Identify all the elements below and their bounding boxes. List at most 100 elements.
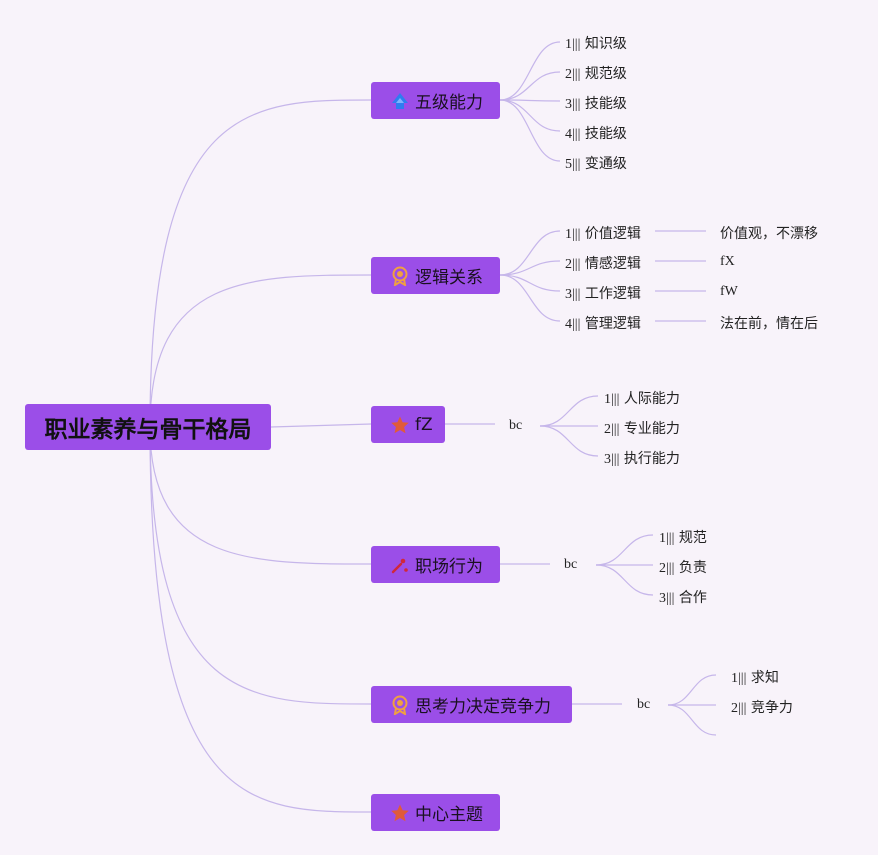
branch-label: 逻辑关系 [415,268,483,288]
item-detail[interactable]: 法在前，情在后 [720,316,818,332]
list-item[interactable]: 2||| 专业能力 [604,418,680,438]
list-item[interactable]: 3||| 技能级 [565,93,627,113]
branch-central-topic[interactable]: 中心主题 [371,794,500,831]
item-number: 3||| [565,287,581,302]
leaf-connector [539,425,599,457]
item-detail-text: fX [720,254,735,269]
branch-workplace[interactable]: 职场行为 [371,546,500,583]
list-item[interactable]: 2||| 竞争力 [731,697,793,717]
item-text: 工作逻辑 [584,286,641,302]
item-text: 竞争力 [750,700,793,716]
item-text: 技能级 [584,126,627,142]
item-number: 3||| [565,97,581,112]
leaf-connector [499,230,561,276]
item-text: 规范级 [584,66,627,82]
item-number: 4||| [565,317,581,332]
item-number: 2||| [659,561,675,576]
leaf-connector [595,564,654,596]
branch-label: 五级能力 [415,93,483,113]
arrow-up-icon [389,90,411,112]
list-item[interactable]: 1||| 人际能力 [604,388,680,408]
item-text: 技能级 [584,96,627,112]
branch-label: fZ [415,414,433,435]
sub-topic[interactable]: bc [509,418,523,433]
list-item[interactable]: 4||| 技能级 [565,123,627,143]
leaf-connector [499,71,561,101]
list-item[interactable]: 3||| 工作逻辑 [565,283,641,303]
item-number: 1||| [565,37,581,52]
sub-topic[interactable]: bc [564,557,578,572]
list-item[interactable]: 1||| 求知 [731,667,779,687]
item-detail[interactable]: fW [720,283,738,300]
list-item[interactable]: 1||| 价值逻辑 [565,223,641,243]
item-number: 4||| [565,127,581,142]
list-item[interactable]: 1||| 知识级 [565,33,627,53]
item-text: 情感逻辑 [584,256,641,272]
leaf-connector [667,704,717,736]
root-connector [149,426,372,813]
branch-five-levels[interactable]: 五级能力 [371,82,500,119]
item-number: 2||| [565,257,581,272]
badge-icon [389,694,411,716]
leaf-connector [499,274,561,292]
item-number: 3||| [604,452,620,467]
branch-label: 思考力决定竞争力 [415,697,551,717]
item-number: 1||| [731,671,747,686]
badge-icon [389,265,411,287]
leaf-connector [667,674,717,706]
list-item[interactable]: 2||| 情感逻辑 [565,253,641,273]
item-text: 求知 [750,670,779,686]
root-topic[interactable]: 职业素养与骨干格局 [25,404,271,450]
item-text: 人际能力 [623,391,680,407]
item-number: 2||| [565,67,581,82]
item-number: 2||| [604,422,620,437]
item-number: 1||| [604,392,620,407]
list-item[interactable]: 2||| 规范级 [565,63,627,83]
leaf-connector [539,395,599,427]
item-number: 2||| [731,701,747,716]
leaf-connector [499,274,561,322]
item-number: 1||| [659,531,675,546]
star-icon [389,414,411,436]
pin-icon [389,554,411,576]
item-number: 3||| [659,591,675,606]
item-text: 知识级 [584,36,627,52]
star-icon [389,802,411,824]
root-connector [149,274,372,428]
list-item[interactable]: 5||| 变通级 [565,153,627,173]
list-item[interactable]: 2||| 负责 [659,557,707,577]
item-detail-text: fW [720,284,738,299]
branch-logic[interactable]: 逻辑关系 [371,257,500,294]
item-text: 合作 [678,590,707,606]
item-text: 执行能力 [623,451,680,467]
item-text: 管理逻辑 [584,316,641,332]
list-item[interactable]: 3||| 执行能力 [604,448,680,468]
list-item[interactable]: 4||| 管理逻辑 [565,313,641,333]
root-connector [270,423,372,428]
item-detail[interactable]: 价值观，不漂移 [720,226,818,242]
item-text: 规范 [678,530,707,546]
branch-label: 中心主题 [415,805,483,825]
item-text: 价值逻辑 [584,226,641,242]
root-connector [149,99,372,428]
root-connector [149,426,372,705]
leaf-connector [499,260,561,276]
leaf-connector [499,99,561,162]
item-text: 专业能力 [623,421,680,437]
root-connector [149,426,372,565]
item-number: 1||| [565,227,581,242]
leaf-connector [499,99,561,132]
list-item[interactable]: 3||| 合作 [659,587,707,607]
leaf-connector [499,41,561,101]
item-number: 5||| [565,157,581,172]
item-text: 负责 [678,560,707,576]
item-detail[interactable]: fX [720,253,735,270]
root-topic-label: 职业素养与骨干格局 [44,417,252,443]
branch-thinking[interactable]: 思考力决定竞争力 [371,686,572,723]
sub-topic[interactable]: bc [637,697,651,712]
branch-fz[interactable]: fZ [371,406,445,443]
leaf-connector [595,534,654,566]
list-item[interactable]: 1||| 规范 [659,527,707,547]
branch-label: 职场行为 [415,557,483,577]
